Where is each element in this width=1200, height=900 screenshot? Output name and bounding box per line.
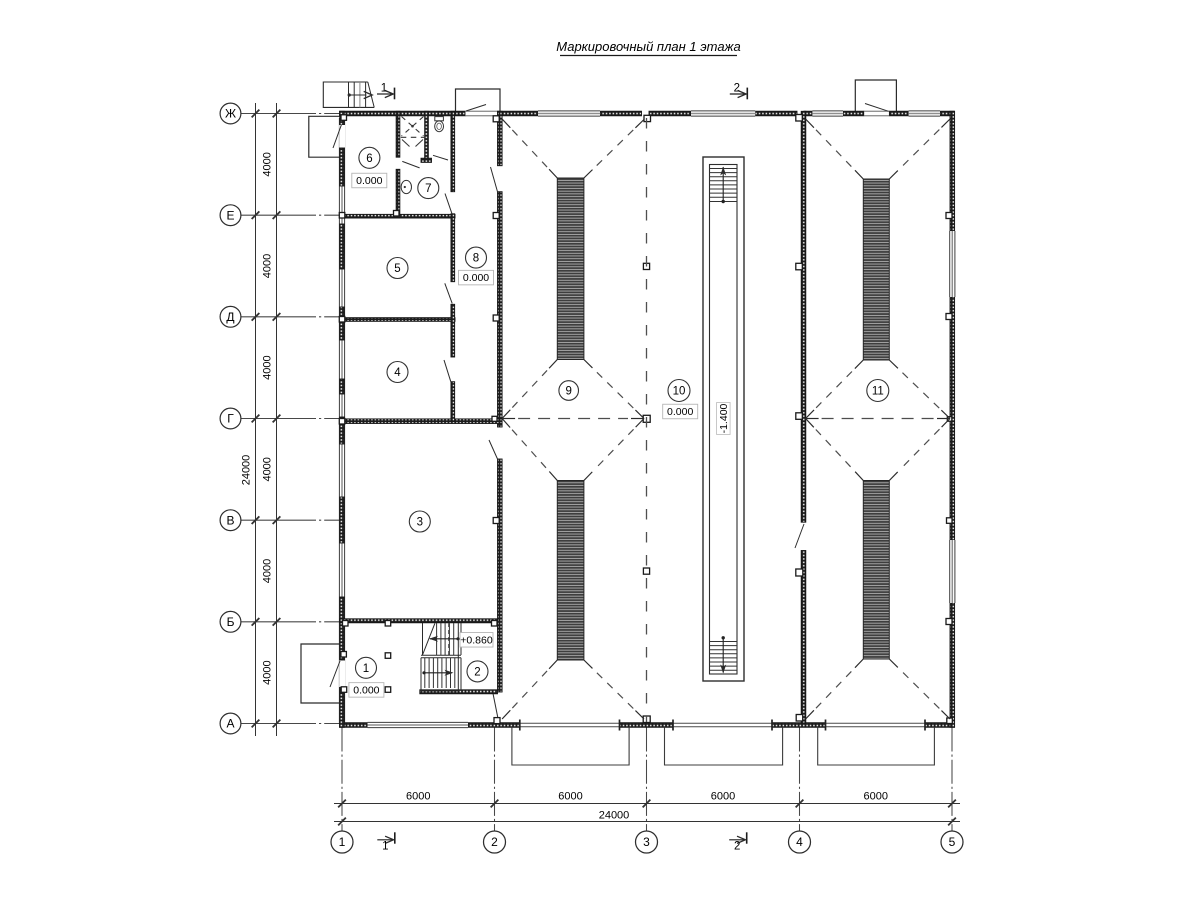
svg-text:6: 6 — [366, 153, 372, 165]
svg-text:А: А — [226, 717, 234, 731]
svg-text:4000: 4000 — [262, 559, 274, 583]
svg-text:6000: 6000 — [864, 791, 888, 803]
svg-text:10: 10 — [673, 386, 686, 398]
svg-text:1: 1 — [339, 835, 346, 849]
svg-text:1: 1 — [363, 663, 369, 675]
svg-text:Ж: Ж — [225, 107, 236, 121]
svg-text:2: 2 — [474, 667, 480, 679]
svg-text:-1.400: -1.400 — [718, 403, 730, 433]
svg-text:6000: 6000 — [711, 791, 735, 803]
svg-text:8: 8 — [473, 253, 479, 265]
svg-text:2: 2 — [734, 841, 740, 853]
svg-text:4000: 4000 — [262, 660, 274, 684]
svg-text:7: 7 — [425, 183, 431, 195]
svg-text:Маркировочный план 1 этажа: Маркировочный план 1 этажа — [556, 39, 741, 54]
svg-text:В: В — [226, 513, 234, 527]
svg-text:9: 9 — [565, 386, 571, 398]
svg-text:2: 2 — [491, 835, 498, 849]
svg-text:11: 11 — [872, 386, 884, 398]
svg-text:+0.860: +0.860 — [460, 634, 493, 646]
svg-text:5: 5 — [394, 263, 400, 275]
svg-text:6000: 6000 — [558, 791, 582, 803]
svg-text:4000: 4000 — [262, 457, 274, 481]
svg-text:2: 2 — [734, 82, 740, 94]
svg-text:0.000: 0.000 — [667, 406, 693, 418]
svg-text:Д: Д — [226, 310, 234, 324]
svg-text:6000: 6000 — [406, 791, 430, 803]
svg-text:1: 1 — [382, 841, 388, 853]
svg-text:0.000: 0.000 — [463, 272, 489, 284]
svg-text:4000: 4000 — [262, 152, 274, 176]
svg-text:4: 4 — [394, 367, 401, 379]
svg-text:24000: 24000 — [241, 455, 253, 486]
svg-text:4000: 4000 — [262, 355, 274, 379]
svg-text:Е: Е — [226, 208, 234, 222]
svg-text:0.000: 0.000 — [353, 685, 379, 697]
svg-text:3: 3 — [417, 517, 423, 529]
svg-text:24000: 24000 — [599, 810, 630, 822]
svg-text:Г: Г — [227, 412, 234, 426]
svg-text:1: 1 — [381, 82, 387, 94]
svg-text:5: 5 — [949, 835, 956, 849]
svg-text:4000: 4000 — [262, 254, 274, 278]
svg-text:3: 3 — [643, 835, 650, 849]
svg-text:Б: Б — [227, 615, 235, 629]
svg-text:4: 4 — [796, 835, 803, 849]
svg-text:0.000: 0.000 — [356, 175, 382, 187]
